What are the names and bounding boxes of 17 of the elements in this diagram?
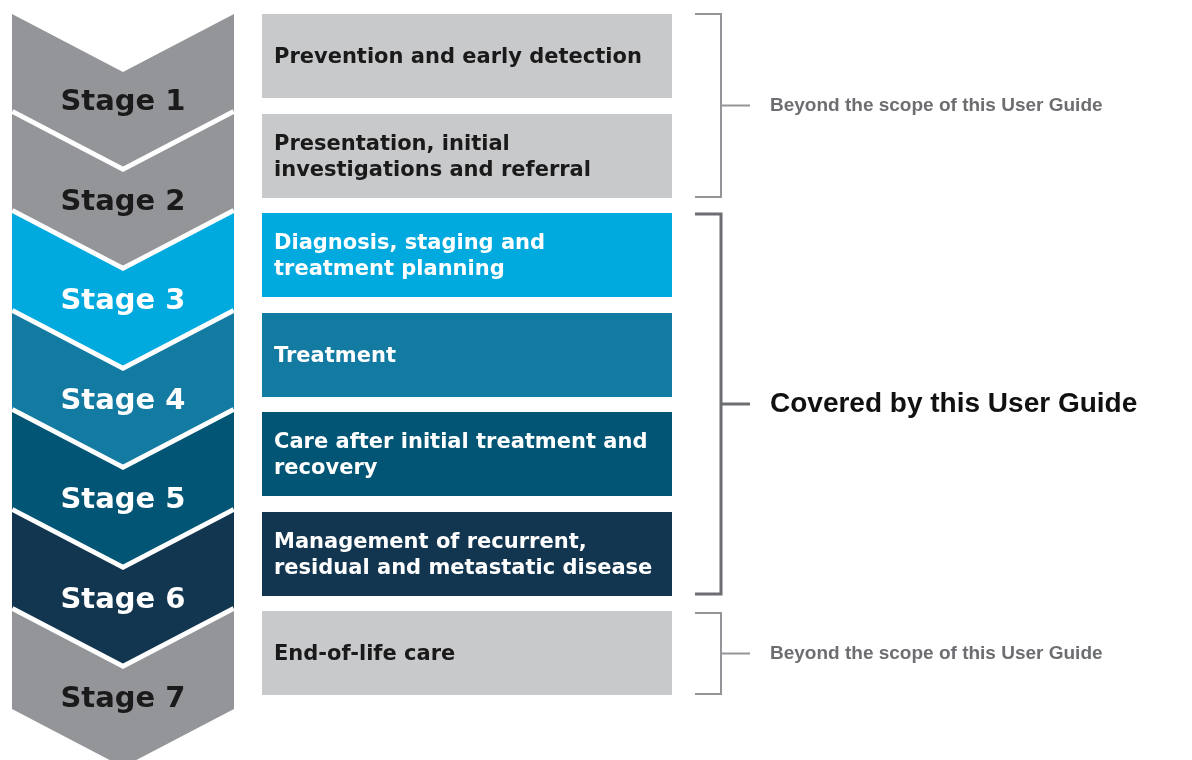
bracket-label: Beyond the scope of this User Guide bbox=[770, 641, 1103, 664]
stage-description-box: Management of recurrent, residual and metastatic disease bbox=[262, 511, 672, 596]
bracket-label: Beyond the scope of this User Guide bbox=[770, 93, 1103, 116]
stage-description-box: Presentation, initial investigations and referral bbox=[262, 113, 672, 198]
stage-description-box: Prevention and early detection bbox=[262, 14, 672, 98]
stage-label: Stage 4 bbox=[59, 380, 187, 417]
stage-label: Stage 7 bbox=[59, 679, 187, 715]
stage-description-box: Treatment bbox=[262, 312, 672, 397]
bracket-label: Covered by this User Guide bbox=[770, 386, 1138, 419]
stage-label: Stage 3 bbox=[59, 281, 187, 317]
stage-description-box: Care after initial treatment and recovery bbox=[262, 412, 672, 496]
stage-label: Stage 2 bbox=[59, 181, 187, 218]
stage-description-box: End-of-life care bbox=[262, 611, 672, 695]
stage-label: Stage 5 bbox=[59, 480, 187, 516]
stage-label: Stage 1 bbox=[59, 82, 187, 118]
stage-label: Stage 6 bbox=[59, 579, 187, 616]
stage-description-box: Diagnosis, staging and treatment planning bbox=[262, 213, 672, 297]
